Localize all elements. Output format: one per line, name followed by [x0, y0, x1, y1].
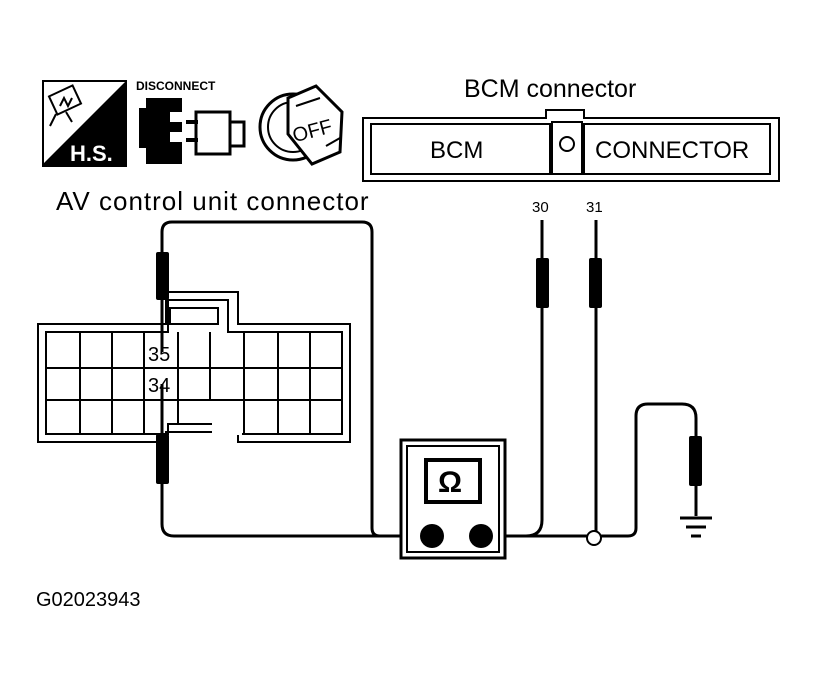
disconnect-label: DISCONNECT	[136, 79, 216, 93]
bcm-connector: BCM CONNECTOR	[362, 109, 780, 182]
bcm-connector-lock	[559, 136, 575, 152]
av-terminal-35: 35	[148, 344, 170, 366]
harness-connector-icon: H.S.	[42, 80, 127, 167]
probe-bcm-30	[536, 258, 549, 308]
probe-ground	[689, 436, 702, 486]
av-control-unit-connector: 35 34	[37, 291, 351, 443]
probe-terminal-35	[156, 252, 169, 300]
bcm-terminal-31: 31	[586, 199, 603, 216]
test-probes	[156, 252, 702, 486]
probe-bcm-31	[589, 258, 602, 308]
probe-terminal-34	[156, 434, 169, 484]
wires	[160, 220, 698, 538]
ignition-key-off-icon: OFF	[258, 84, 344, 166]
harness-label: H.S.	[70, 141, 113, 166]
meter-terminal-right	[469, 524, 493, 548]
ohm-symbol: Ω	[438, 466, 462, 499]
figure-id: G02023943	[36, 589, 141, 611]
disconnect-connector-icon: DISCONNECT	[136, 79, 246, 164]
connector-label: CONNECTOR	[595, 137, 749, 164]
av-connector-title: AV control unit connector	[56, 186, 370, 216]
meter-terminal-left	[420, 524, 444, 548]
bcm-label: BCM	[430, 137, 483, 164]
ground-symbol-icon	[680, 516, 712, 538]
bcm-connector-title: BCM connector	[464, 75, 636, 103]
av-terminal-34: 34	[148, 375, 170, 397]
wire-junction	[586, 530, 602, 546]
ohmmeter-icon: Ω	[399, 438, 507, 560]
bcm-terminal-30: 30	[532, 199, 549, 216]
